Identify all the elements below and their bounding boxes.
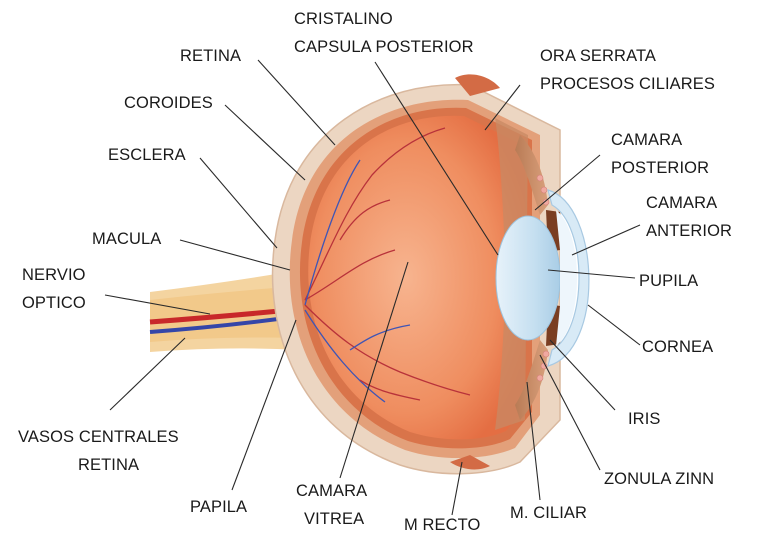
- label-pupila: PUPILA: [639, 272, 698, 290]
- label-cristalino: CRISTALINO: [294, 10, 393, 28]
- label-camara-vitrea-1: CAMARA: [296, 482, 367, 500]
- label-esclera: ESCLERA: [108, 146, 186, 164]
- label-m-ciliar: M. CILIAR: [510, 504, 587, 522]
- label-camara-posterior-2: POSTERIOR: [611, 159, 709, 177]
- label-camara-anterior-2: ANTERIOR: [646, 222, 732, 240]
- label-m-recto: M RECTO: [404, 516, 481, 534]
- label-vasos-1: VASOS CENTRALES: [18, 428, 179, 446]
- label-nervio-1: NERVIO: [22, 266, 86, 284]
- label-retina: RETINA: [180, 47, 241, 65]
- label-capsula-posterior: CAPSULA POSTERIOR: [294, 38, 474, 56]
- label-cornea: CORNEA: [642, 338, 713, 356]
- label-procesos-ciliares: PROCESOS CILIARES: [540, 75, 715, 93]
- eyeball: [273, 74, 589, 473]
- label-macula: MACULA: [92, 230, 161, 248]
- label-camara-vitrea-2: VITREA: [304, 510, 364, 528]
- label-camara-anterior-1: CAMARA: [646, 194, 717, 212]
- label-ora-serrata: ORA SERRATA: [540, 47, 656, 65]
- label-nervio-2: OPTICO: [22, 294, 86, 312]
- label-zonula: ZONULA ZINN: [604, 470, 714, 488]
- lens: [496, 216, 560, 340]
- label-iris: IRIS: [628, 410, 661, 428]
- label-vasos-2: RETINA: [78, 456, 139, 474]
- label-coroides: COROIDES: [124, 94, 213, 112]
- label-papila: PAPILA: [190, 498, 247, 516]
- label-camara-posterior-1: CAMARA: [611, 131, 682, 149]
